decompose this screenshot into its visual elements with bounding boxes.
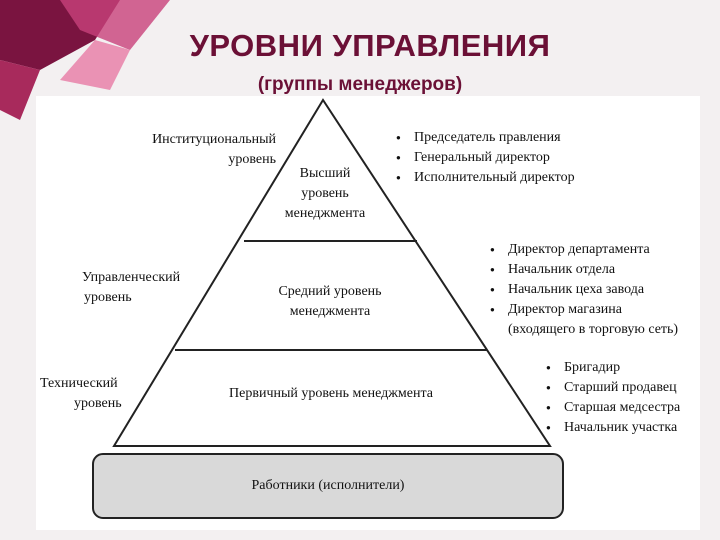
list-item: Начальник цеха завода	[490, 280, 678, 300]
middle-level-inner-line1: Средний уровень	[278, 284, 382, 299]
list-item: Старший продавец	[546, 378, 680, 398]
diagram-panel: Институциональный уровень Высший уровень…	[36, 96, 700, 530]
list-item: Директор департамента	[490, 240, 678, 260]
managerial-level-label: Управленческий уровень	[82, 268, 222, 308]
corner-decoration	[0, 0, 170, 120]
managerial-level-line1: Управленческий	[82, 270, 181, 285]
top-level-inner-line1: Высший	[299, 166, 351, 181]
page-subtitle: (группы менеджеров)	[257, 74, 463, 95]
institutional-level-label: Институциональный уровень	[152, 132, 276, 167]
list-item: Исполнительный директор	[396, 168, 575, 188]
middle-level-inner-line2: менеджмента	[289, 304, 371, 319]
top-level-inner-line2: уровень	[301, 186, 349, 201]
bottom-level-roles-list: Бригадир Старший продавец Старшая медсес…	[546, 358, 680, 438]
list-item: Старшая медсестра	[546, 398, 680, 418]
technical-level-line1: Технический	[40, 376, 118, 391]
pyramid-diagram	[92, 98, 564, 519]
list-item: Начальник отдела	[490, 260, 678, 280]
workers-base-box	[92, 453, 564, 519]
top-level-roles-list: Председатель правления Генеральный дирек…	[396, 128, 575, 188]
middle-level-inner-label: Средний уровень менеджмента	[250, 282, 410, 322]
list-item: Председатель правления	[396, 128, 575, 148]
list-item-continuation: (входящего в торговую сеть)	[508, 322, 679, 337]
technical-level-label: Технический уровень	[40, 374, 150, 414]
list-item: Директор магазина	[490, 300, 678, 320]
technical-level-line2: уровень	[74, 396, 122, 411]
top-level-inner-label: Высший уровень менеджмента	[270, 164, 380, 224]
list-item: Начальник участка	[546, 418, 680, 438]
top-level-inner-line3: менеджмента	[284, 206, 366, 221]
list-item: Бригадир	[546, 358, 680, 378]
workers-base-label: Работники (исполнители)	[251, 478, 405, 493]
bottom-level-inner-label: Первичный уровень менеджмента	[229, 386, 433, 401]
middle-level-roles-list: Директор департамента Начальник отдела Н…	[490, 240, 678, 340]
list-item: Генеральный директор	[396, 148, 575, 168]
page-title: УРОВНИ УПРАВЛЕНИЯ	[189, 28, 551, 63]
pyramid-outline	[112, 98, 552, 447]
managerial-level-line2: уровень	[84, 290, 132, 305]
